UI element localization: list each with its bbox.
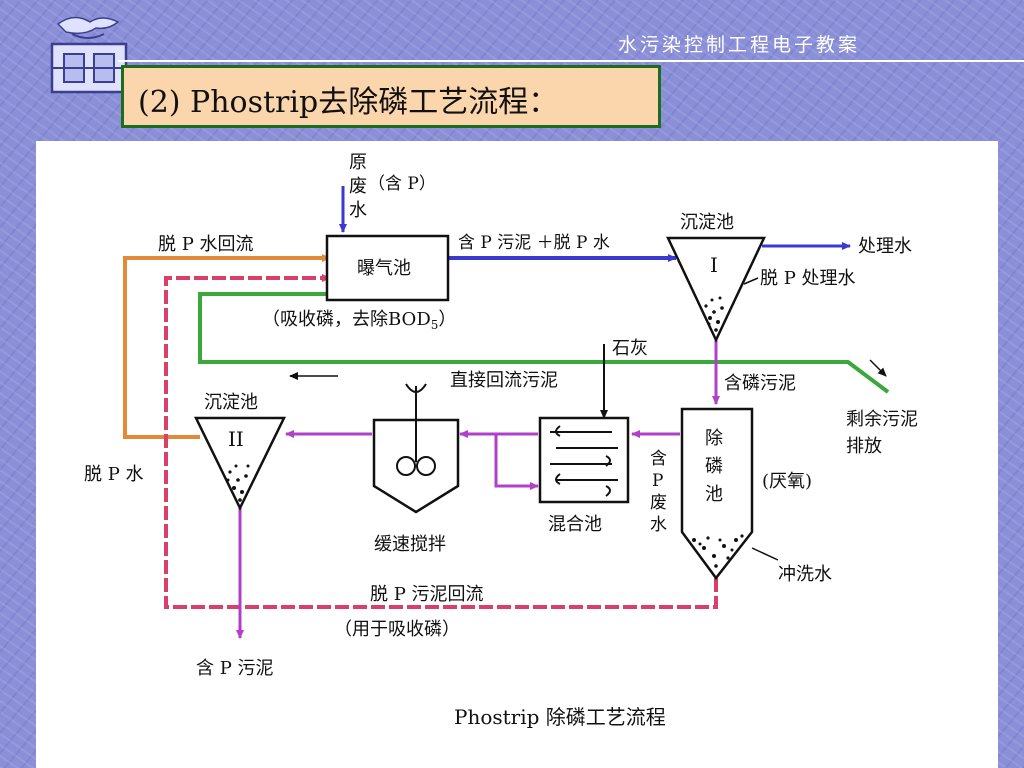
slide-title: (2) Phostrip去除磷工艺流程： (138, 85, 559, 120)
for-absorption-label: （用于吸收磷） (334, 619, 460, 640)
aeration-tank (325, 234, 450, 302)
lime-label: 石灰 (612, 338, 648, 359)
clarifier-2-numeral: II (228, 427, 244, 451)
p-sludge-out-label: 含 P 污泥 (196, 658, 274, 679)
bod-subscript: 5 (431, 318, 439, 332)
clarifier-2-sludge (226, 464, 250, 502)
flush-water-leader (751, 547, 779, 561)
absorb-remove-bod-label: （吸收磷，去除BOD5） (262, 309, 456, 332)
p-free-sludge-return-label: 脱 P 污泥回流 (370, 584, 484, 605)
excess-sludge-dash (869, 359, 887, 377)
p-wastewater-label-2: P (652, 471, 663, 491)
raw-wastewater-label-3: 水 (349, 200, 367, 221)
p-free-sludge-return-line (164, 274, 718, 609)
stripper-label-3: 池 (705, 484, 723, 505)
excess-sludge-flow-line (198, 292, 890, 394)
anaerobic-label: (厌氧) (762, 471, 812, 492)
stripper-sludge (692, 534, 744, 568)
excess-sludge-label-1: 剩余污泥 (846, 409, 918, 430)
clarifier-2 (193, 416, 287, 511)
aeration-tank-label: 曝气池 (357, 258, 411, 279)
mixing-tank (538, 416, 630, 504)
mixing-tank-label: 混合池 (548, 514, 602, 535)
mixing-recirculation-line (494, 432, 539, 490)
phostrip-flow-diagram: 曝气池 沉淀池 I 沉淀池 II 除 磷 池 混合池 缓速搅拌 原 废 水 （含… (84, 152, 918, 729)
slide-title-box: (2) Phostrip去除磷工艺流程： (121, 65, 661, 128)
diagram-caption: Phostrip 除磷工艺流程 (454, 705, 666, 729)
excess-sludge-label-2: 排放 (846, 436, 882, 457)
contains-p-label: （含 P） (368, 174, 436, 194)
p-wastewater-label-1: 含 (650, 449, 667, 469)
p-removed-water-leader (743, 277, 759, 285)
clarifier-2-label: 沉淀池 (204, 392, 258, 413)
slow-mixer-impeller-icon (396, 383, 436, 476)
p-wastewater-label-4: 水 (650, 515, 667, 535)
clarifier-1-label: 沉淀池 (680, 212, 734, 233)
school-logo-icon (50, 16, 128, 94)
slow-mixer-label: 缓速搅拌 (374, 534, 446, 555)
sludge-plus-water-label: 含 P 污泥 ＋脱 P 水 (458, 233, 610, 253)
clarifier-1-numeral: I (710, 253, 718, 277)
header-divider (118, 60, 1024, 62)
treated-water-label: 处理水 (858, 236, 912, 257)
course-title: 水污染控制工程电子教案 (618, 34, 861, 56)
p-rich-sludge-label: 含磷污泥 (724, 373, 796, 394)
flush-water-label: 冲洗水 (778, 564, 832, 585)
mixing-baffles (550, 425, 618, 497)
diagram-panel: 曝气池 沉淀池 I 沉淀池 II 除 磷 池 混合池 缓速搅拌 原 废 水 （含… (36, 141, 998, 768)
p-free-water-return-line (123, 254, 331, 439)
clarifier-1-sludge (704, 296, 724, 332)
stripper-label-1: 除 (705, 428, 723, 449)
direct-return-sludge-label: 直接回流污泥 (450, 370, 558, 391)
stripper-label-2: 磷 (705, 456, 723, 477)
phosphorus-stripper-tank (680, 407, 754, 581)
p-wastewater-label-3: 废 (650, 493, 667, 513)
absorb-remove-bod-text: （吸收磷，去除BOD (262, 309, 431, 330)
p-removed-treated-water-label: 脱 P 处理水 (760, 268, 856, 289)
raw-wastewater-label-2: 废 (349, 176, 367, 197)
raw-wastewater-label-1: 原 (349, 152, 367, 173)
p-free-water-label: 脱 P 水 (84, 464, 144, 485)
clarifier-1 (666, 236, 766, 343)
p-free-water-return-label: 脱 P 水回流 (158, 234, 254, 255)
bod-close: ） (438, 309, 456, 330)
